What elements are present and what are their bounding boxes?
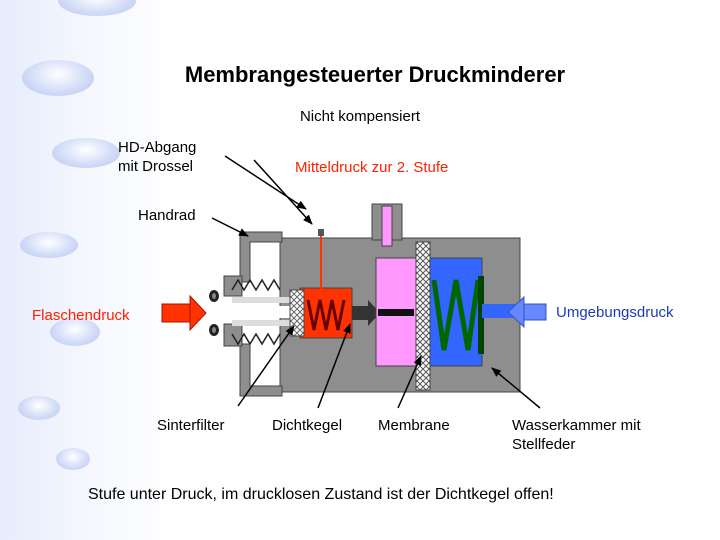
decor-bubble: [20, 232, 78, 258]
inlet-channel: [200, 306, 295, 318]
caption: Stufe unter Druck, im drucklosen Zustand…: [88, 486, 554, 503]
label-wasserkammer: Wasserkammer mit Stellfeder: [512, 417, 641, 453]
o-rings: [209, 290, 219, 336]
decor-bubble: [18, 396, 60, 420]
leader-lines: [211, 155, 541, 409]
label-dichtkegel: Dichtkegel: [272, 417, 343, 434]
valve-cone: [352, 300, 380, 326]
handwheel-yoke: [223, 231, 283, 397]
spring-plate: [478, 276, 484, 354]
label-sinterfilter: Sinterfilter: [157, 417, 225, 434]
label-umgebungsdruck: Umgebungsdruck: [556, 304, 674, 321]
label-handrad: Handrad: [138, 207, 196, 224]
adjustment-spring: [431, 279, 481, 351]
label-mitteldruck: Mitteldruck zur 2. Stufe: [295, 159, 449, 176]
page-title: Membrangesteuerter Druckminderer: [184, 62, 566, 87]
label-flaschendruck: Flaschendruck: [32, 307, 130, 324]
page-subtitle: Nicht kompensiert: [299, 108, 421, 125]
label-membrane: Membrane: [378, 417, 450, 434]
hd-outlet-nozzle: [318, 229, 324, 236]
decor-bubble: [52, 138, 120, 168]
decor-bubble: [22, 60, 94, 96]
high-pressure-chamber: [299, 287, 353, 339]
decor-bubble: [56, 448, 90, 470]
label-hd-abgang: HD-Abgang mit Drossel: [118, 139, 197, 175]
sinter-filter-shape: [289, 289, 305, 337]
membrane-shape: [415, 241, 431, 391]
flaschendruck-arrow: [161, 294, 207, 332]
decor-bubble: [58, 0, 136, 16]
umgebungsdruck-arrow: [507, 295, 547, 329]
valve-spring: [306, 299, 346, 331]
decor-bubble: [50, 318, 100, 346]
thread-connection: [231, 278, 290, 346]
valve-stem-front: [378, 309, 414, 316]
